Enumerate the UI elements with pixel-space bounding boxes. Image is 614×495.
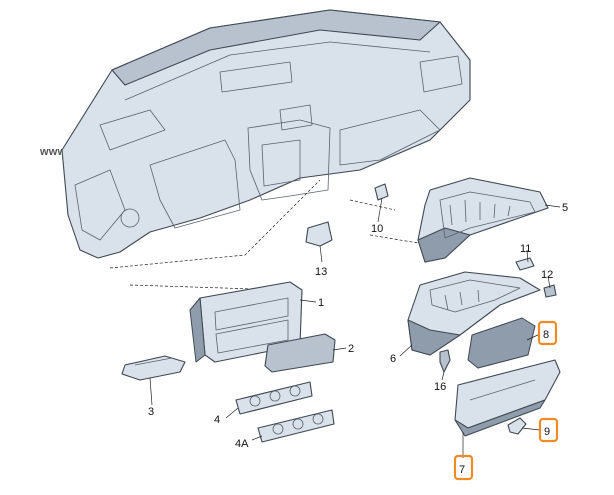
callout-2: 2 — [348, 343, 354, 355]
callout-9: 9 — [544, 426, 550, 438]
highlight-box-9 — [538, 417, 559, 443]
callout-12: 12 — [541, 269, 553, 281]
part-4-control-panel — [235, 381, 313, 415]
part-3-tray — [121, 355, 186, 381]
callout-13: 13 — [315, 266, 327, 278]
part-2-panel — [264, 333, 336, 373]
callout-10: 10 — [371, 223, 383, 235]
callout-7: 7 — [459, 464, 465, 476]
part-5-glovebox-housing — [417, 177, 549, 263]
part-7-glovebox-lid — [454, 359, 561, 437]
callout-6: 6 — [390, 353, 396, 365]
callout-1: 1 — [318, 297, 324, 309]
leader-lines — [149, 197, 561, 458]
dashboard-assembly — [61, 9, 471, 259]
part-9-clip — [507, 417, 527, 435]
part-1-console-frame — [189, 281, 303, 363]
part-16-screw — [439, 349, 451, 373]
part-4a-control-panel — [257, 409, 335, 443]
callout-3: 3 — [148, 406, 154, 418]
part-13-bracket — [305, 221, 333, 247]
callout-16: 16 — [434, 381, 446, 393]
highlight-box-8 — [537, 320, 558, 346]
callout-8: 8 — [543, 329, 549, 341]
part-6-glovebox-housing-lower — [407, 271, 541, 356]
callout-4a: 4A — [235, 438, 249, 450]
part-8-lid-insert — [467, 317, 536, 369]
callout-4: 4 — [214, 414, 220, 426]
part-10-clip — [374, 183, 389, 201]
callout-11: 11 — [520, 243, 531, 255]
part-12-bumper — [543, 284, 557, 298]
callout-labels: 1 2 3 4 4A 5 6 7 8 9 10 11 12 13 16 — [148, 202, 568, 476]
callout-5: 5 — [562, 202, 568, 214]
part-11-latch — [515, 257, 535, 271]
highlight-box-7 — [453, 454, 474, 481]
